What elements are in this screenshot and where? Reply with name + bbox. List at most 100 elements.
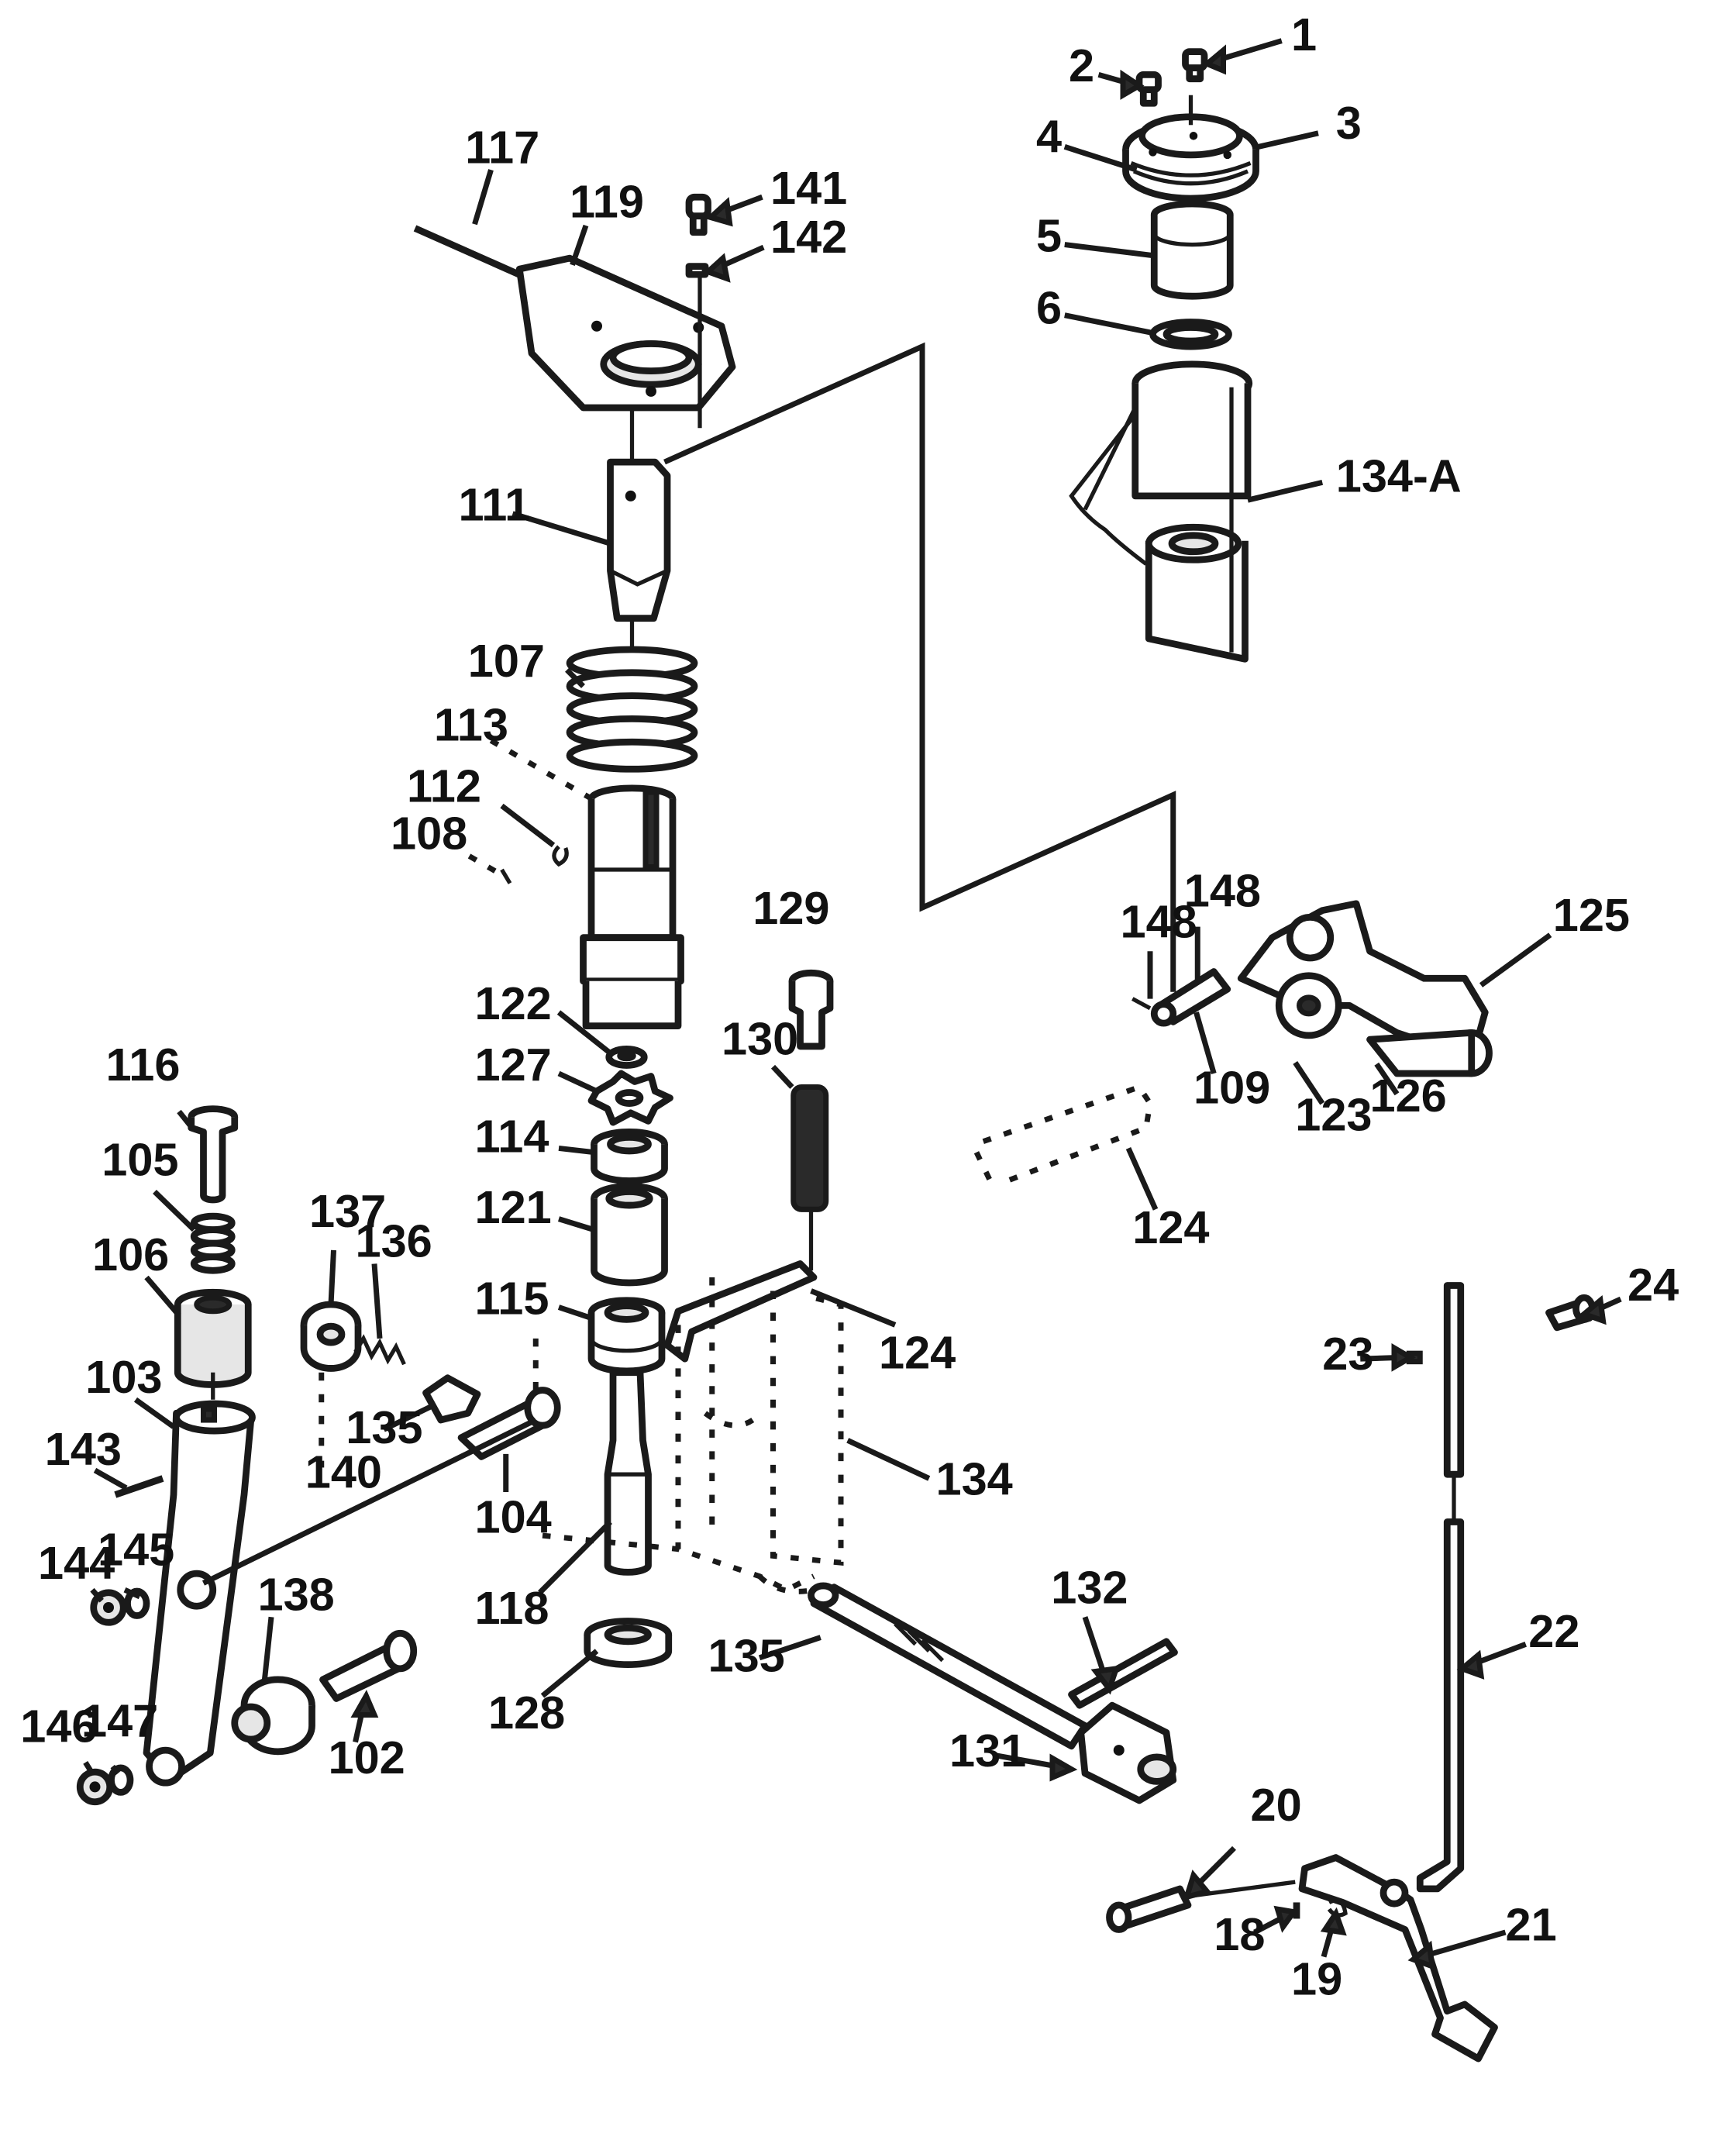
- part-108-pin: [500, 868, 512, 884]
- callout-146: 146: [20, 1701, 97, 1752]
- part-143-pin: [114, 1475, 164, 1498]
- callout-147: 147: [81, 1694, 158, 1746]
- part-111-block: [607, 458, 671, 622]
- part-3-cap: [1122, 113, 1259, 202]
- part-130-spring: [790, 1084, 829, 1212]
- callout-labels: 1 2 3 4 5 6 134-A 117 119 141 142 111 10…: [20, 9, 1679, 2005]
- callout-102: 102: [329, 1732, 405, 1783]
- part-135-shaft: [808, 1582, 1089, 1750]
- callout-116: 116: [106, 1039, 181, 1091]
- part-129-cap: [788, 969, 834, 1050]
- callout-4: 4: [1036, 110, 1062, 162]
- callout-123: 123: [1295, 1089, 1372, 1141]
- callout-134a: 134-A: [1336, 450, 1462, 502]
- callout-leaders: [83, 38, 1622, 1971]
- callout-130: 130: [722, 1012, 798, 1064]
- part-115-bearing: [587, 1297, 666, 1375]
- part-134-housing: [532, 1277, 844, 1594]
- part-145-washer: [124, 1587, 150, 1619]
- callout-145: 145: [98, 1524, 174, 1576]
- callout-5: 5: [1036, 209, 1062, 261]
- part-113-spindle-sleeve: [580, 784, 684, 1030]
- part-121-spacer: [591, 1183, 668, 1287]
- callout-118: 118: [474, 1582, 549, 1634]
- callout-144: 144: [38, 1537, 115, 1589]
- callout-131: 131: [949, 1725, 1026, 1777]
- part-102-stud: [319, 1629, 418, 1702]
- callout-19: 19: [1291, 1953, 1342, 2005]
- callout-20: 20: [1250, 1779, 1301, 1831]
- part-128-seal: [584, 1618, 673, 1669]
- callout-127: 127: [474, 1039, 551, 1091]
- part-142-washer: [685, 263, 709, 278]
- callout-105: 105: [102, 1133, 178, 1185]
- callout-22: 22: [1528, 1605, 1579, 1657]
- callout-128: 128: [488, 1687, 565, 1739]
- callout-108: 108: [391, 808, 467, 860]
- callout-132: 132: [1051, 1562, 1128, 1614]
- part-124-bolt: [663, 1260, 818, 1363]
- part-106-knob: [174, 1288, 252, 1388]
- callout-115: 115: [474, 1272, 549, 1324]
- callout-2: 2: [1069, 40, 1094, 91]
- callout-124a: 124: [1132, 1201, 1209, 1253]
- part-107-spring: [566, 646, 698, 773]
- callout-135a: 135: [346, 1401, 422, 1453]
- part-117-rod: [413, 225, 524, 279]
- callout-24: 24: [1628, 1259, 1679, 1311]
- callout-121: 121: [474, 1181, 551, 1233]
- callout-111: 111: [458, 478, 530, 530]
- callout-104: 104: [474, 1491, 551, 1543]
- callout-143: 143: [45, 1423, 122, 1475]
- callout-21: 21: [1505, 1898, 1556, 1950]
- part-141-pin: [685, 193, 711, 236]
- part-125-lever: [1237, 900, 1493, 1077]
- callout-122: 122: [474, 977, 551, 1029]
- part-6-washer: [1149, 319, 1232, 350]
- callout-114: 114: [474, 1111, 549, 1163]
- callout-135b: 135: [708, 1629, 784, 1681]
- callout-23: 23: [1322, 1328, 1373, 1380]
- part-105-spring: [190, 1212, 236, 1274]
- callout-134: 134: [936, 1453, 1013, 1504]
- part-138-hub: [231, 1676, 315, 1756]
- callout-148b: 148: [1184, 864, 1261, 916]
- part-135-sleeve: [422, 1374, 481, 1424]
- callout-103: 103: [85, 1351, 162, 1403]
- callout-119: 119: [570, 175, 644, 227]
- part-136-spring: [353, 1334, 406, 1366]
- part-131-collar: [1077, 1701, 1177, 1804]
- callout-148a: 148: [1120, 896, 1197, 948]
- callout-124b: 124: [879, 1326, 956, 1378]
- part-112-clip: [552, 845, 569, 867]
- part-20-bolt: [1106, 1885, 1192, 1933]
- callout-137: 137: [309, 1185, 386, 1237]
- callout-138: 138: [258, 1568, 335, 1620]
- callout-112: 112: [407, 760, 481, 812]
- callout-129: 129: [753, 882, 829, 934]
- callout-141: 141: [770, 162, 847, 214]
- part-2-screw: [1135, 71, 1162, 107]
- part-146-nut: [76, 1768, 114, 1806]
- part-122-nut: [605, 1046, 648, 1069]
- part-132-pin: [1068, 1638, 1178, 1709]
- part-127-lockwasher: [587, 1070, 673, 1126]
- callout-6: 6: [1036, 281, 1062, 333]
- callout-18: 18: [1214, 1908, 1265, 1960]
- part-4-ring-grooves: [1130, 160, 1252, 186]
- part-103-arm: [143, 1400, 256, 1787]
- callout-107: 107: [468, 635, 545, 687]
- callout-140: 140: [305, 1446, 382, 1498]
- part-134a-housing: [1069, 360, 1253, 663]
- part-148-clip: [1132, 997, 1152, 1011]
- callout-109: 109: [1194, 1062, 1270, 1114]
- part-116-pin: [188, 1105, 239, 1204]
- part-5-sleeve: [1150, 200, 1234, 300]
- callout-125: 125: [1553, 889, 1630, 941]
- callout-136: 136: [356, 1215, 432, 1267]
- part-109-pin: [1150, 968, 1231, 1027]
- callout-113: 113: [434, 698, 508, 750]
- part-22-rod: [1416, 1282, 1465, 1893]
- callout-3: 3: [1336, 97, 1362, 149]
